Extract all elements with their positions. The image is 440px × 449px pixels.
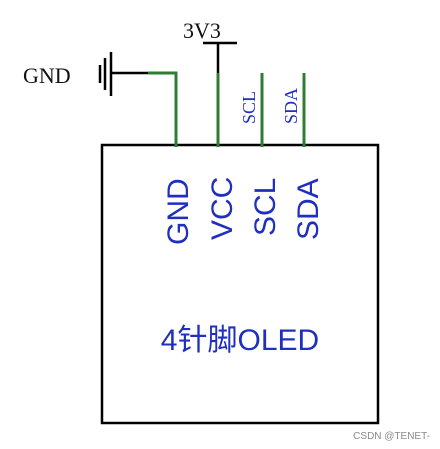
gnd-wire <box>148 71 178 147</box>
ground-label: GND <box>23 63 71 88</box>
module-title: 4针脚OLED <box>161 324 319 357</box>
pin-label-gnd: GND <box>162 178 195 245</box>
pin-label-scl: SCL <box>249 178 282 236</box>
scl-bus-label: SCL <box>239 91 259 124</box>
watermark: CSDN @TENET- <box>353 431 430 442</box>
sda-bus-label: SDA <box>281 88 301 124</box>
pin-label-vcc: VCC <box>206 177 239 240</box>
pin-label-sda: SDA <box>292 178 325 240</box>
power-label: 3V3 <box>183 18 221 43</box>
ground-icon <box>98 52 148 96</box>
oled-module-box <box>100 143 380 425</box>
